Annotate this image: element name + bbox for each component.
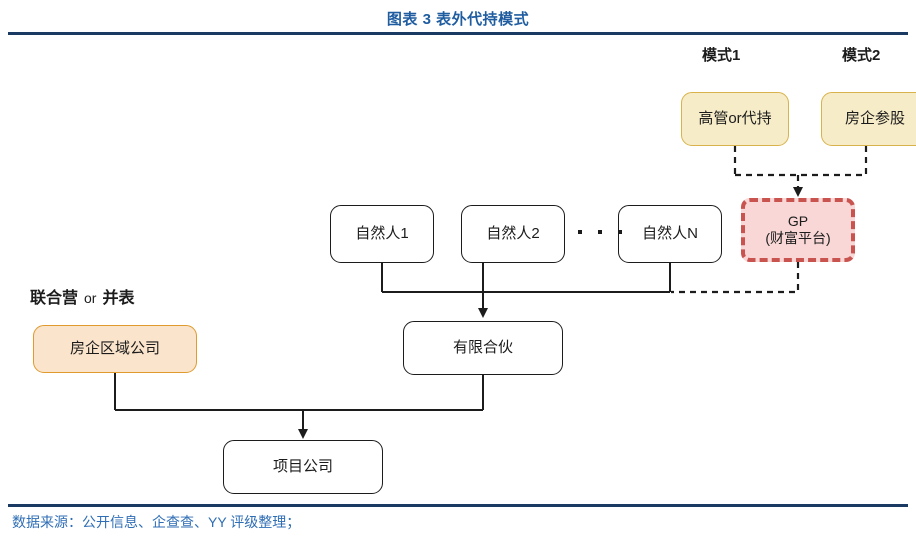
node-gp-line1: GP [787, 212, 809, 229]
node-person-n[interactable]: 自然人N [618, 205, 722, 263]
joint-venture-label: 联合营 [30, 290, 79, 307]
node-gp[interactable]: GP (财富平台) [741, 198, 855, 262]
node-exec-holding[interactable]: 高管or代持 [681, 92, 789, 146]
wire-gp-to-person-bus [671, 262, 800, 294]
consolidation-label: 并表 [102, 290, 135, 307]
page-title: 图表 3 表外代持模式 [386, 11, 530, 28]
joint-venture-caption: 联合营 or 并表 [30, 284, 134, 308]
source-note: 数据来源：公开信息、企查查、YY 评级整理； [12, 514, 301, 530]
mode-1-label: 模式1 [702, 47, 741, 64]
node-gp-line2: (财富平台) [765, 230, 831, 246]
mode-2-label: 模式2 [842, 47, 881, 64]
node-limited-partnership[interactable]: 有限合伙 [403, 321, 563, 375]
node-developer-stake[interactable]: 房企参股 [821, 92, 916, 146]
header-divider [8, 32, 908, 35]
node-project-company[interactable]: 项目公司 [223, 440, 383, 494]
node-person-2[interactable]: 自然人2 [461, 205, 565, 263]
or-label: or [84, 290, 97, 306]
footer-divider [8, 504, 908, 507]
ellipsis-icon [578, 228, 622, 236]
node-developer-region[interactable]: 房企区域公司 [33, 325, 197, 373]
node-person-1[interactable]: 自然人1 [330, 205, 434, 263]
